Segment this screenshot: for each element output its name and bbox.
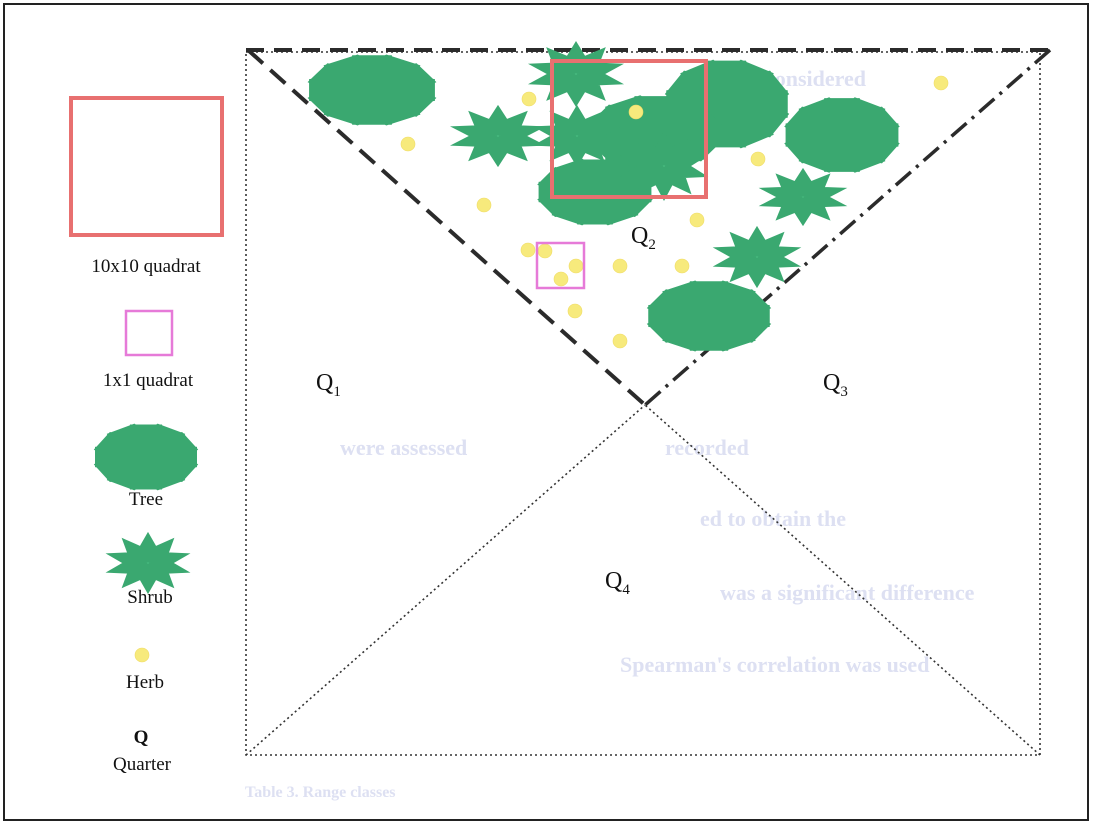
herb-icon xyxy=(400,136,416,152)
background-text-line: recorded xyxy=(665,435,749,460)
herb-icon xyxy=(567,303,583,319)
legend-large-quadrat-label: 10x10 quadrat xyxy=(91,256,201,277)
tree-icon xyxy=(790,101,894,169)
legend-shrub-label: Shrub xyxy=(127,587,172,608)
legend-small-quadrat-label: 1x1 quadrat xyxy=(103,370,194,391)
legend-quarter-symbol: Q xyxy=(134,727,149,748)
outer-frame xyxy=(3,3,1089,821)
herb-icon xyxy=(750,151,766,167)
legend: 10x10 quadrat 1x1 quadrat Tree Shrub Her… xyxy=(69,96,224,775)
herb-icon xyxy=(933,75,949,91)
quarter-label-q3: Q3 xyxy=(823,370,848,400)
herb-icon xyxy=(537,243,553,259)
shrub-icon xyxy=(126,547,170,579)
legend-tree-label: Tree xyxy=(129,489,163,510)
herb-icon xyxy=(628,104,644,120)
background-text-line: Spearman's correlation was used xyxy=(620,652,929,677)
legend-large-quadrat-swatch xyxy=(69,96,224,237)
small-quadrat-in-plot xyxy=(535,241,586,290)
herb-icon xyxy=(612,258,628,274)
shrub-icon xyxy=(473,120,522,152)
herb-icon xyxy=(520,242,536,258)
herb-icon xyxy=(612,333,628,349)
vegetation xyxy=(314,57,894,348)
herb-icon xyxy=(476,197,492,213)
diagonal-line xyxy=(245,404,646,756)
legend-small-quadrat-swatch xyxy=(124,309,174,357)
tree-icon xyxy=(653,284,765,348)
herb-icon xyxy=(568,258,584,274)
herb-icon xyxy=(521,91,537,107)
background-text-line: Table 3. Range classes xyxy=(245,784,396,801)
large-quadrat-in-plot xyxy=(550,59,708,199)
legend-quarter-label: Quarter xyxy=(113,754,172,775)
herb-icon xyxy=(553,271,569,287)
shrub-icon xyxy=(641,148,687,184)
herb-icon xyxy=(689,212,705,228)
background-text-line: was a significant difference xyxy=(720,580,975,605)
background-text-line: were assessed xyxy=(340,435,467,460)
q2-left-dashed xyxy=(246,48,647,407)
shrub-icon xyxy=(780,182,826,212)
shrub-icon xyxy=(554,120,600,152)
herbs xyxy=(400,75,949,349)
tree-icon xyxy=(314,58,430,122)
shrub-icon xyxy=(734,241,780,273)
herb-icon xyxy=(674,258,690,274)
legend-herb-label: Herb xyxy=(126,672,164,693)
background-text: considered were assessed recorded ed to … xyxy=(245,66,975,801)
herb-icon xyxy=(134,647,150,663)
tree-icon xyxy=(99,427,193,487)
quarter-label-q2: Q2 xyxy=(631,223,656,253)
quarter-label-q1: Q1 xyxy=(316,370,341,400)
quarter-label-q4: Q4 xyxy=(605,568,630,598)
